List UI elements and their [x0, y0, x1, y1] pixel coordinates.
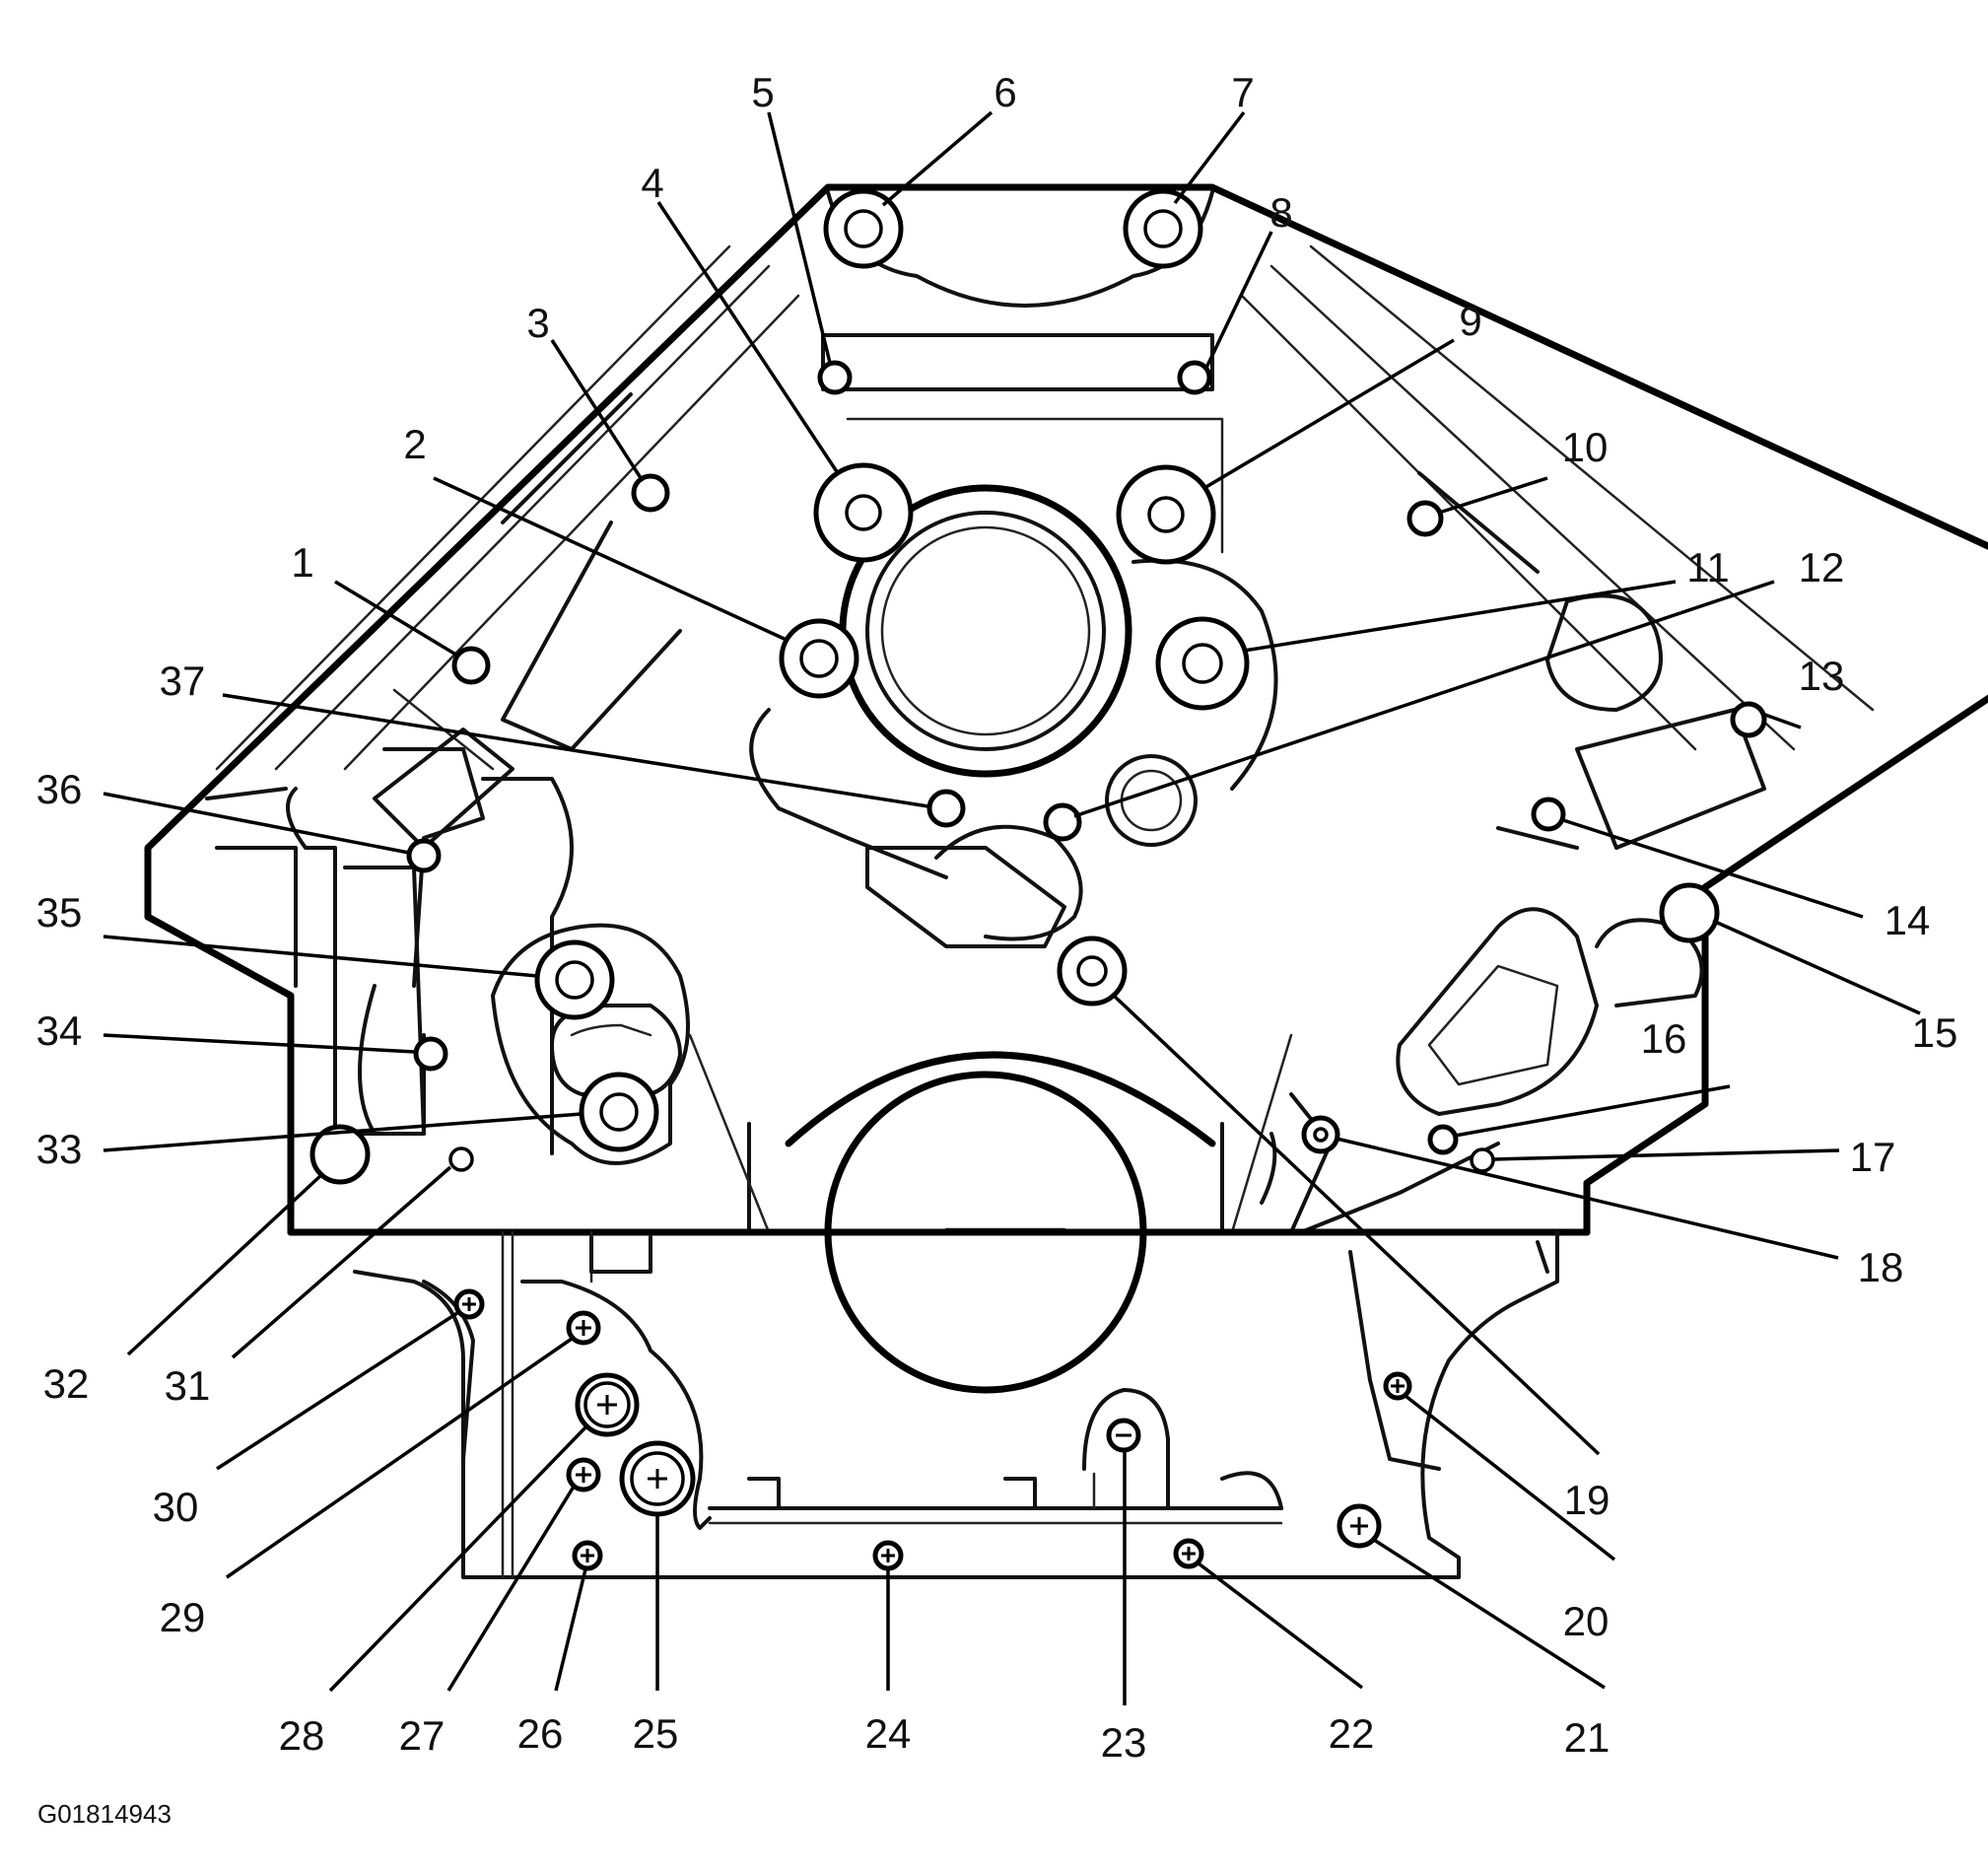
callout-labels: 1 2 3 4 5 6 7 8 9 10 11 12 13 14 15 16 1… [36, 69, 1958, 1766]
callout-10: 10 [1562, 424, 1609, 470]
bolt-33 [579, 1072, 659, 1152]
callout-16: 16 [1641, 1015, 1687, 1062]
callout-28: 28 [279, 1712, 325, 1759]
bolt-23 [1106, 1418, 1141, 1453]
callout-17: 17 [1850, 1134, 1896, 1180]
bolt-8 [1177, 360, 1212, 395]
bolt-26 [572, 1540, 603, 1571]
figure-id: G01814943 [37, 1799, 171, 1829]
callout-3: 3 [526, 300, 549, 346]
bolt-16 [1427, 1124, 1459, 1155]
callout-2: 2 [403, 421, 426, 467]
callout-23: 23 [1101, 1719, 1147, 1766]
callout-35: 35 [36, 889, 83, 936]
bolt-22 [1173, 1538, 1204, 1569]
callout-30: 30 [153, 1484, 199, 1530]
callout-26: 26 [517, 1710, 564, 1757]
bolt-36 [406, 838, 442, 873]
bolt-31 [448, 1146, 474, 1172]
bolt-30 [453, 1288, 485, 1320]
bolt-12 [1043, 802, 1082, 842]
bolt-32 [309, 1124, 371, 1185]
bolt-37 [926, 789, 966, 828]
bolt-28 [575, 1372, 640, 1437]
engine-block-drawing [144, 183, 1988, 1579]
bolt-35 [534, 939, 615, 1020]
callout-25: 25 [633, 1710, 679, 1757]
bolt-29 [566, 1310, 601, 1346]
callout-22: 22 [1329, 1710, 1375, 1757]
bolt-2 [779, 618, 859, 699]
callout-19: 19 [1564, 1477, 1611, 1523]
callout-11: 11 [1686, 544, 1730, 590]
bolt-9 [1116, 464, 1216, 565]
bolt-20 [1383, 1371, 1412, 1401]
callout-18: 18 [1858, 1244, 1904, 1290]
callout-5: 5 [751, 69, 774, 115]
callout-8: 8 [1269, 189, 1292, 236]
bolt-6 [823, 188, 904, 269]
callout-27: 27 [399, 1712, 446, 1759]
bolt-14 [1531, 797, 1566, 832]
bolt-24 [872, 1540, 904, 1571]
bolt-1 [451, 646, 491, 685]
callout-31: 31 [165, 1362, 211, 1409]
callout-7: 7 [1231, 69, 1254, 115]
bolt-17 [1470, 1147, 1495, 1173]
callout-32: 32 [43, 1360, 90, 1407]
bolt-27 [566, 1457, 601, 1492]
callout-15: 15 [1912, 1009, 1958, 1056]
bolt-34 [413, 1036, 448, 1072]
bolt-10 [1406, 500, 1444, 537]
callout-36: 36 [36, 766, 83, 812]
callout-20: 20 [1563, 1598, 1610, 1644]
callout-21: 21 [1564, 1714, 1611, 1761]
bolt-5 [817, 360, 853, 395]
bolt-locations [309, 188, 1767, 1571]
bolt-4 [813, 462, 914, 563]
leader-lines [103, 110, 1921, 1705]
bolt-25 [619, 1440, 696, 1517]
callout-24: 24 [865, 1710, 912, 1757]
callout-6: 6 [994, 69, 1016, 115]
callout-12: 12 [1799, 544, 1845, 590]
bolt-3 [631, 473, 670, 513]
callout-9: 9 [1459, 298, 1481, 344]
bolt-13 [1730, 701, 1767, 738]
callout-13: 13 [1799, 653, 1845, 699]
callout-37: 37 [160, 658, 206, 704]
bolt-18 [1301, 1115, 1340, 1154]
bolt-15 [1659, 882, 1720, 943]
bolt-21 [1337, 1503, 1382, 1549]
callout-1: 1 [291, 539, 313, 586]
callout-29: 29 [160, 1594, 206, 1640]
bolt-19 [1057, 936, 1128, 1006]
callout-34: 34 [36, 1007, 83, 1054]
callout-4: 4 [641, 160, 663, 206]
bolt-7 [1123, 188, 1203, 269]
callout-14: 14 [1885, 897, 1931, 943]
callout-33: 33 [36, 1126, 83, 1172]
bolt-11 [1155, 616, 1250, 711]
